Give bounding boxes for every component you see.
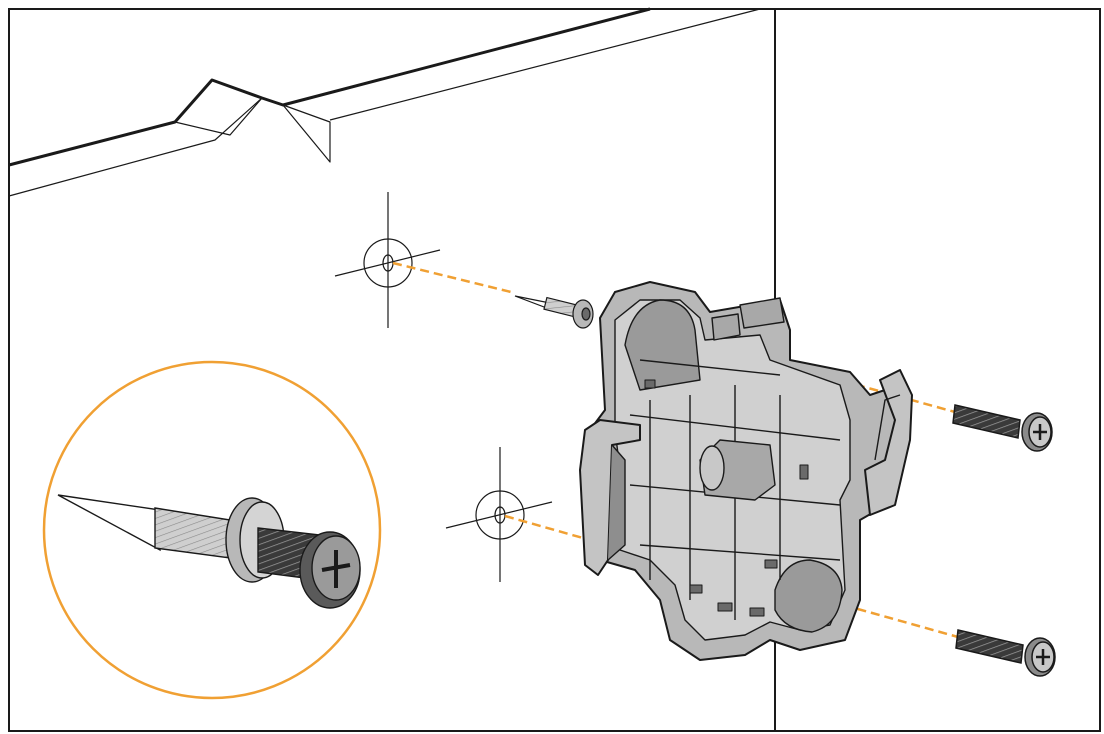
wall-anchor-icon — [514, 295, 594, 329]
image-frame — [8, 8, 1101, 732]
anchor-detail-callout — [42, 360, 382, 700]
wall-top-edge — [8, 7, 761, 197]
mounting-bracket-icon — [579, 281, 913, 661]
drill-hole-marker-icon — [334, 192, 441, 328]
screw-icon — [955, 629, 1056, 677]
screw-icon — [952, 404, 1053, 452]
drill-hole-marker-icon — [445, 447, 553, 582]
